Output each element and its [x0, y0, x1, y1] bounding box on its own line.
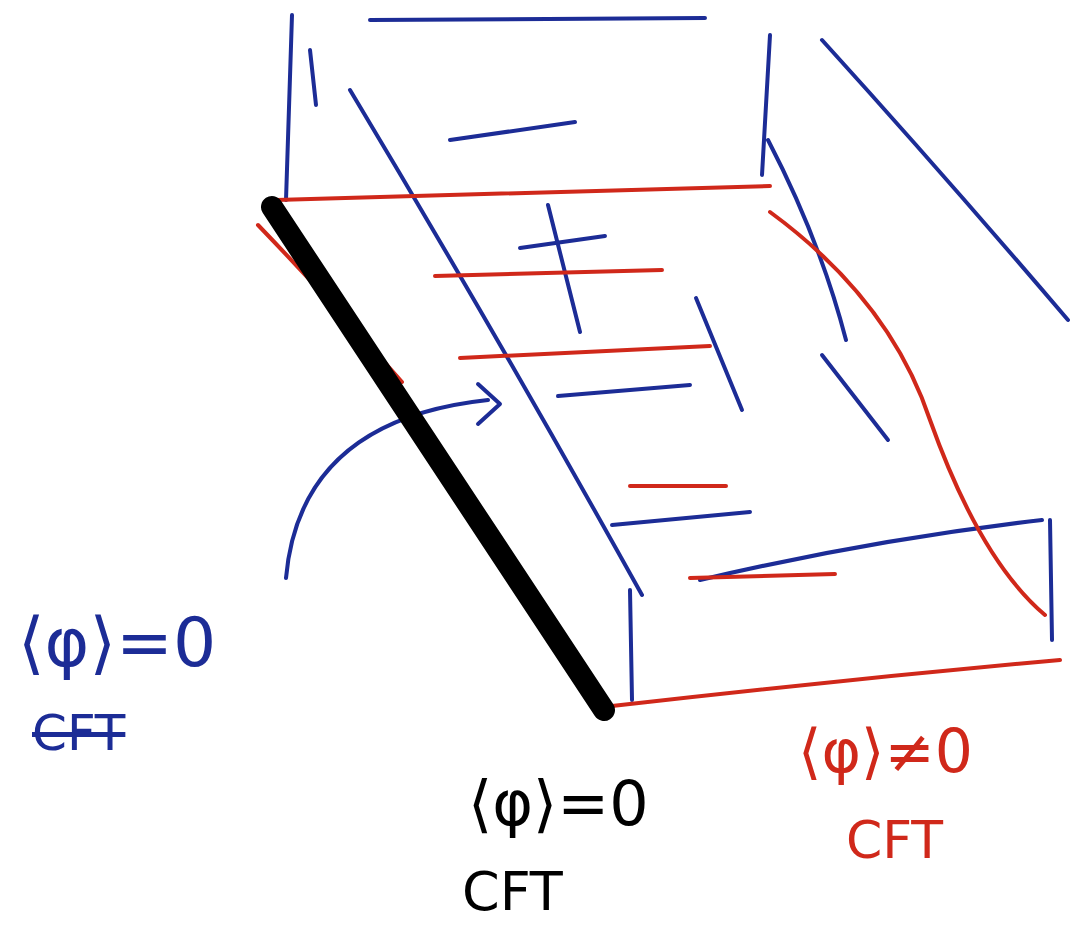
- wall-theory: CFT: [462, 862, 563, 921]
- blue-region-theory: CFT: [32, 706, 125, 761]
- blue-sheet: [286, 15, 1068, 700]
- domain-wall-line: [272, 207, 604, 710]
- red-region-theory: CFT: [846, 812, 943, 869]
- red-region-label: ⟨φ⟩≠0: [798, 718, 973, 784]
- blue-region-label: ⟨φ⟩=0: [18, 606, 216, 681]
- red-sheet: [258, 186, 1060, 706]
- wall-label: ⟨φ⟩=0: [468, 770, 649, 838]
